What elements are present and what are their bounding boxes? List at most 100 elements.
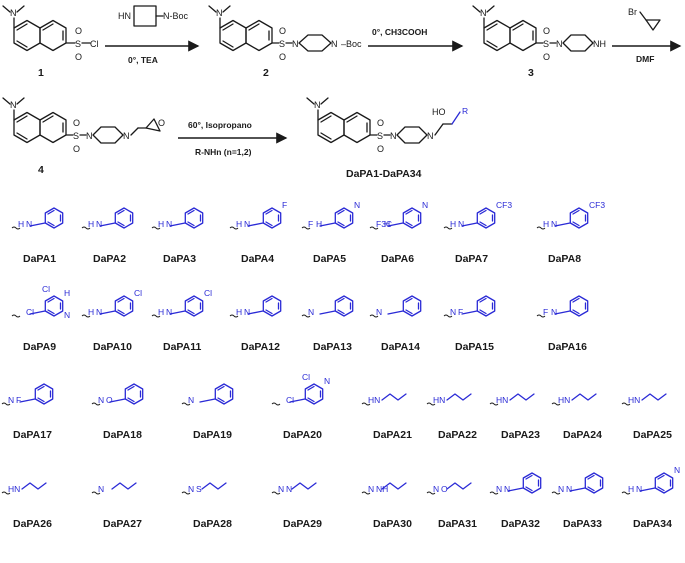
svg-text:N: N [86, 131, 93, 141]
atom-label: N [354, 200, 360, 210]
atom-s: S [75, 39, 81, 49]
atom-label: Cl [302, 372, 310, 382]
svg-text:N: N [314, 100, 321, 110]
substituent-label: DaPA5 [313, 253, 346, 265]
atom-label: N [504, 484, 510, 494]
atom-label: F [16, 395, 21, 405]
svg-text:S: S [377, 131, 383, 141]
svg-text:O: O [158, 118, 165, 128]
substituent-label: DaPA23 [501, 429, 540, 441]
substituent-label: DaPA32 [501, 518, 540, 530]
atom-label: Cl [286, 395, 294, 405]
svg-text:O: O [75, 26, 82, 36]
svg-text:N-Boc: N-Boc [163, 11, 189, 21]
atom-label: N [98, 484, 104, 494]
substituent-label: DaPA12 [241, 341, 280, 353]
atom-label: NH [376, 484, 388, 494]
svg-text:N: N [10, 100, 17, 110]
svg-text:HN: HN [118, 11, 131, 21]
compound-label-1: 1 [38, 67, 44, 79]
atom-label: N [308, 307, 314, 317]
svg-text:O: O [377, 144, 384, 154]
svg-text:60°, Isopropano: 60°, Isopropano [188, 120, 252, 130]
substituent-label: DaPA27 [103, 518, 142, 530]
substituent-label: DaPA4 [241, 253, 274, 265]
substituent-label: DaPA7 [455, 253, 488, 265]
substituent-label: DaPA2 [93, 253, 126, 265]
compound-2: N S O O N N –Boc 2 [208, 5, 362, 79]
compound-label-3: 3 [528, 67, 534, 79]
atom-label: N [450, 307, 456, 317]
svg-text:O: O [73, 118, 80, 128]
atom-label: N [376, 307, 382, 317]
atom-label: H [64, 288, 70, 298]
atom-label: N [64, 310, 70, 320]
svg-text:N: N [480, 8, 487, 18]
substituent-label: DaPA30 [373, 518, 412, 530]
svg-text:N: N [556, 39, 563, 49]
substituent-dapa19: DaPA19 N [181, 383, 234, 441]
svg-text:R: R [462, 106, 468, 116]
svg-text:Br: Br [628, 7, 637, 17]
atom-label: N [244, 219, 250, 229]
compound-label-4: 4 [38, 164, 44, 176]
atom-label: S [196, 484, 202, 494]
svg-text:O: O [279, 52, 286, 62]
atom-label: N [188, 395, 194, 405]
atom-label: F [282, 200, 287, 210]
atom-label: O [441, 484, 448, 494]
atom-label: N [96, 307, 102, 317]
svg-text:O: O [543, 26, 550, 36]
atom-label: N [566, 484, 572, 494]
svg-text:R-NHn (n=1,2): R-NHn (n=1,2) [195, 147, 252, 157]
atom-label: Cl [42, 284, 50, 294]
atom-label: HN [558, 395, 570, 405]
substituent-label: DaPA19 [193, 429, 232, 441]
atom-label: N [551, 219, 557, 229]
atom-label: N [551, 307, 557, 317]
svg-text:–Boc: –Boc [341, 39, 362, 49]
substituent-label: DaPA25 [633, 429, 672, 441]
atom-label: N [558, 484, 564, 494]
svg-text:NH: NH [593, 39, 606, 49]
svg-text:O: O [543, 52, 550, 62]
atom-label: N [188, 484, 194, 494]
substituent-label: DaPA9 [23, 341, 56, 353]
atom-label: N [368, 484, 374, 494]
substituent-label: DaPA6 [381, 253, 414, 265]
substituent-label: DaPA22 [438, 429, 477, 441]
atom-label: N [636, 484, 642, 494]
substituent-dapa27: DaPA27 N [91, 482, 142, 530]
atom-label: H [316, 219, 322, 229]
atom-label: H [628, 484, 634, 494]
arrow-3: Br DMF [612, 7, 682, 64]
substituent-label: DaPA8 [548, 253, 581, 265]
atom-label: H [158, 219, 164, 229]
atom-label: N [8, 395, 14, 405]
atom-label: N [286, 484, 292, 494]
atom-label: N [278, 484, 284, 494]
svg-text:N: N [216, 8, 223, 18]
atom-label: H [543, 219, 549, 229]
atom-label: N [433, 484, 439, 494]
